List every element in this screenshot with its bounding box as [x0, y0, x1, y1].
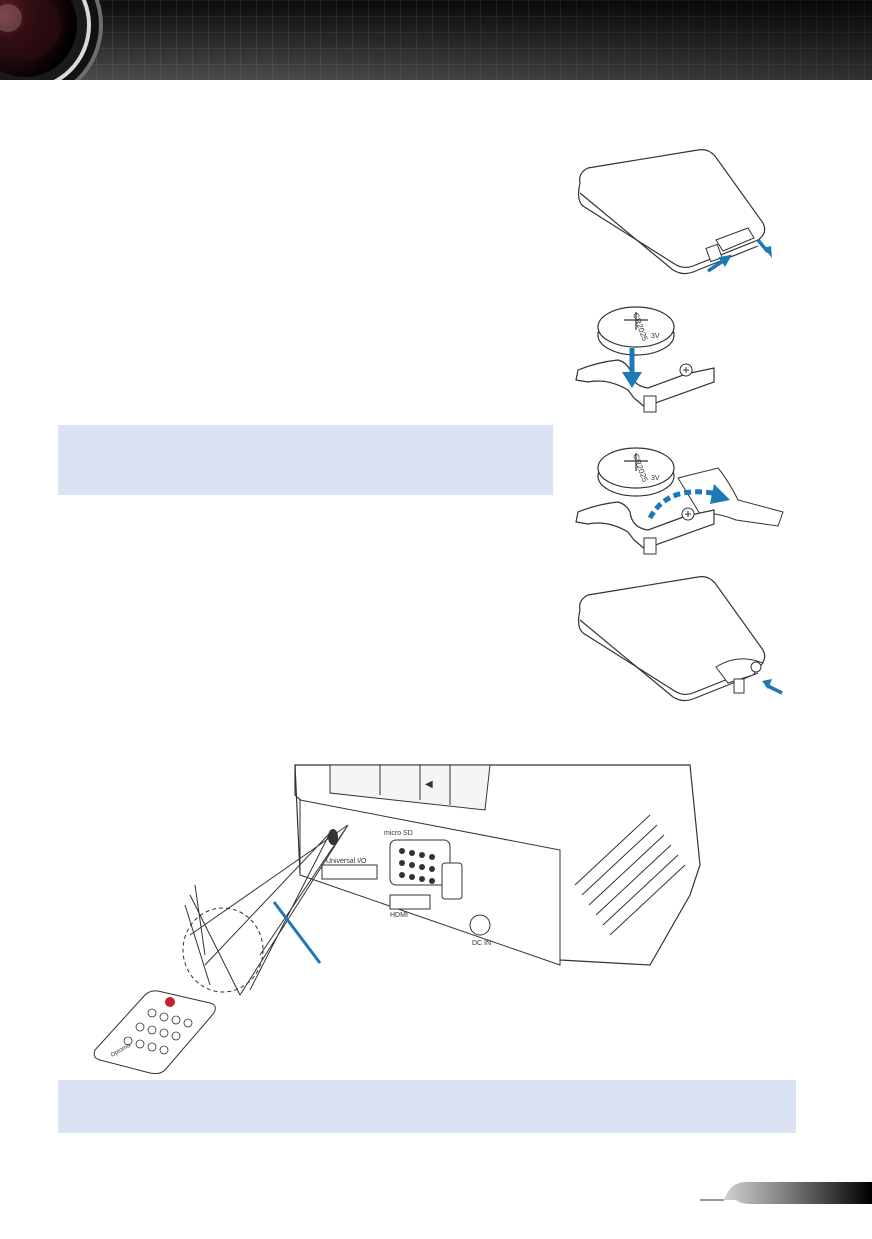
camera-lens-icon [0, 0, 103, 80]
page-number-tab [700, 1180, 872, 1212]
remote-close-battery-tray-figure [577, 576, 783, 702]
note-box-top [58, 425, 553, 495]
battery-insert-figure: CR2025 3V [575, 306, 715, 413]
menu-key-glyph: ◀ [425, 779, 433, 790]
battery-sublabel-2: 3V [651, 475, 660, 482]
port-label-hdmi: HDMI [390, 912, 408, 919]
header-band [0, 0, 872, 80]
header-grid-pattern [0, 0, 872, 80]
battery-sublabel: 3V [651, 333, 660, 340]
port-label-universal: Universal I/O [326, 858, 367, 865]
battery-tape-figure: CR2025 3V [575, 447, 784, 555]
header-shade [0, 0, 872, 80]
remote-control-icon: Optoma [93, 990, 216, 1075]
port-label-sd: micro SD [384, 830, 413, 837]
port-label-dcin: DC IN [472, 940, 491, 947]
note-box-bottom [58, 1080, 796, 1133]
remote-open-battery-tray-figure [577, 149, 772, 275]
projector-remote-range-figure: ◀ micro SD Universal I/O HDMI DC IN Op [93, 764, 701, 1075]
ir-sensor-icon [328, 829, 338, 845]
